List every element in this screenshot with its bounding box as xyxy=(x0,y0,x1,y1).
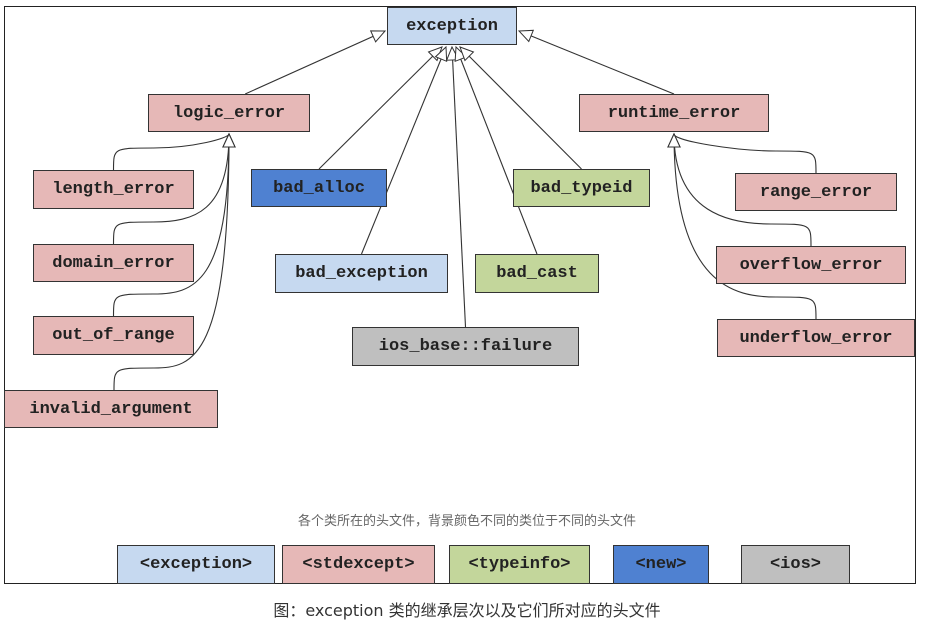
node-out-of-range: out_of_range xyxy=(33,316,194,355)
legend-stdexcept-header: <stdexcept> xyxy=(282,545,435,584)
legend-exception-header: <exception> xyxy=(117,545,275,584)
figure-caption: 图：exception 类的继承层次以及它们所对应的头文件 xyxy=(273,601,661,620)
legend-new-header: <new> xyxy=(613,545,709,584)
node-invalid-argument: invalid_argument xyxy=(4,390,218,428)
legend-typeinfo-header: <typeinfo> xyxy=(449,545,590,584)
node-bad-cast: bad_cast xyxy=(475,254,599,293)
node-ios-base-failure: ios_base::failure xyxy=(352,327,579,366)
node-runtime-error: runtime_error xyxy=(579,94,769,132)
node-domain-error: domain_error xyxy=(33,244,194,282)
node-length-error: length_error xyxy=(33,170,194,209)
node-bad-alloc: bad_alloc xyxy=(251,169,387,207)
legend-note: 各个类所在的头文件，背景颜色不同的类位于不同的头文件 xyxy=(297,514,636,529)
node-exception: exception xyxy=(387,7,517,45)
node-bad-exception: bad_exception xyxy=(275,254,448,293)
node-logic-error: logic_error xyxy=(148,94,310,132)
node-overflow-error: overflow_error xyxy=(716,246,906,284)
legend-ios-header: <ios> xyxy=(741,545,850,584)
diagram-frame xyxy=(4,6,916,584)
node-underflow-error: underflow_error xyxy=(717,319,915,357)
node-bad-typeid: bad_typeid xyxy=(513,169,650,207)
node-range-error: range_error xyxy=(735,173,897,211)
